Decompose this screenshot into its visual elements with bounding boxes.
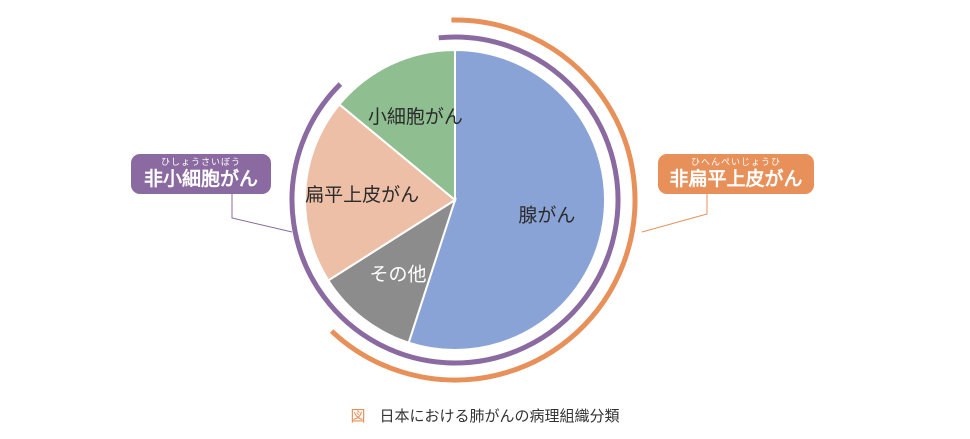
pie-slice xyxy=(338,48,456,203)
pie-slices xyxy=(304,48,606,351)
slice-label: 小細胞がん xyxy=(368,106,463,128)
group-arc xyxy=(289,34,621,366)
non-small-cell-ruby: ひしょうさいぼう xyxy=(160,158,241,168)
leader-line xyxy=(231,194,293,233)
slice-label: 扁平上皮がん xyxy=(305,184,419,206)
non-small-cell-label: ひしょうさいぼう 非小細胞がん xyxy=(131,154,271,194)
pie-slice xyxy=(304,102,457,282)
slice-label: その他 xyxy=(369,263,426,285)
group-arc xyxy=(329,17,638,383)
leader-line xyxy=(641,194,708,233)
figure-marker: 図 xyxy=(350,407,366,425)
leader-lines xyxy=(231,194,708,233)
caption-text: 日本における肺がんの病理組織分類 xyxy=(379,407,620,425)
pie-slice xyxy=(326,197,457,344)
non-squamous-ruby: ひへんぺいじょうひ xyxy=(690,158,781,168)
slice-label: 腺がん xyxy=(518,205,575,227)
pie-slice xyxy=(407,48,606,351)
figure-caption: 図日本における肺がんの病理組織分類 xyxy=(0,405,970,426)
non-squamous-text: 非扁平上皮がん xyxy=(669,168,803,190)
non-small-cell-text: 非小細胞がん xyxy=(143,168,258,190)
non-squamous-label: ひへんぺいじょうひ 非扁平上皮がん xyxy=(658,154,814,194)
group-arcs xyxy=(289,17,638,383)
